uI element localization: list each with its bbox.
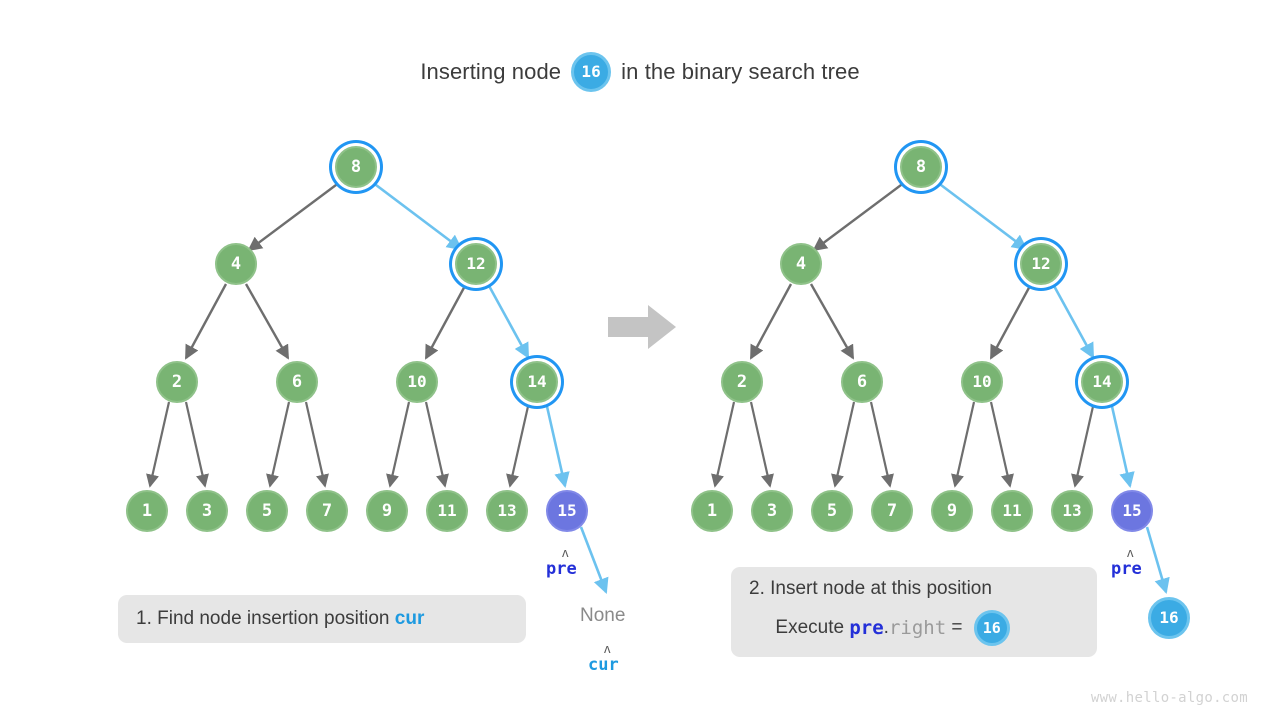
tree-node-8-before: 8 (335, 146, 377, 188)
caret-up-icon: ʌ (604, 641, 611, 656)
caret-up-icon: ʌ (562, 545, 569, 560)
tree-node-label: 13 (497, 501, 517, 520)
tree-node-16-after: 16 (1148, 597, 1190, 639)
caption-node-badge-16: 16 (973, 610, 1010, 646)
tree-node-3-before: 3 (186, 490, 228, 532)
tree-node-14-before: 14 (516, 361, 558, 403)
pointer-label-cur-before: cur (588, 655, 619, 675)
tree-node-1-after: 1 (691, 490, 733, 532)
tree-node-label: 5 (826, 500, 838, 521)
tree-node-label: 16 (1159, 608, 1179, 627)
tree-node-10-after: 10 (961, 361, 1003, 403)
none-label-before: None (580, 605, 626, 626)
tree-node-15-after: 15 (1111, 490, 1153, 532)
tree-node-11-after: 11 (991, 490, 1033, 532)
tree-node-label: 8 (915, 156, 927, 177)
tree-node-label: 7 (321, 500, 333, 521)
tree-node-label: 6 (291, 371, 303, 392)
tree-node-10-before: 10 (396, 361, 438, 403)
tree-node-7-after: 7 (871, 490, 913, 532)
tree-node-5-after: 5 (811, 490, 853, 532)
pointer-label-pre-before: pre (546, 559, 577, 579)
tree-node-label: 11 (1002, 501, 1022, 520)
tree-node-label: 3 (201, 500, 213, 521)
title-node-badge-16: 16 (571, 52, 612, 92)
caption-text: 1. Find node insertion position (136, 608, 395, 629)
caption-line: 2. Insert node at this position (749, 578, 1079, 600)
tree-node-label: 10 (407, 372, 427, 391)
tree-node-11-before: 11 (426, 490, 468, 532)
edges-before-panel (146, 180, 609, 594)
watermark: www.hello-algo.com (1090, 690, 1248, 706)
caption-line: 1. Find node insertion position cur (136, 608, 508, 630)
tree-node-label: 3 (766, 500, 778, 521)
tree-node-7-before: 7 (306, 490, 348, 532)
caption-text: 2. Insert node at this position (749, 578, 992, 599)
tree-node-4-after: 4 (780, 243, 822, 285)
caret-up-icon: ʌ (1127, 545, 1134, 560)
tree-node-label: 9 (381, 500, 393, 521)
tree-node-4-before: 4 (215, 243, 257, 285)
tree-node-9-before: 9 (366, 490, 408, 532)
tree-node-label: 13 (1062, 501, 1082, 520)
tree-node-label: 5 (261, 500, 273, 521)
tree-node-12-after: 12 (1020, 243, 1062, 285)
tree-node-1-before: 1 (126, 490, 168, 532)
tree-node-label: 2 (171, 371, 183, 392)
tree-node-5-before: 5 (246, 490, 288, 532)
tree-node-label: 12 (1031, 254, 1051, 273)
caption-text: pre (849, 617, 884, 639)
tree-node-label: 4 (795, 253, 807, 274)
tree-node-3-after: 3 (751, 490, 793, 532)
tree-node-label: 1 (706, 500, 718, 521)
tree-node-label: 11 (437, 501, 457, 520)
tree-node-2-before: 2 (156, 361, 198, 403)
tree-node-label: 7 (886, 500, 898, 521)
tree-node-label: 12 (466, 254, 486, 273)
pointer-label-pre-after: pre (1111, 559, 1142, 579)
tree-node-14-after: 14 (1081, 361, 1123, 403)
tree-node-label: 15 (1122, 501, 1142, 520)
tree-node-label: 15 (557, 501, 577, 520)
tree-node-6-before: 6 (276, 361, 318, 403)
tree-node-label: 4 (230, 253, 242, 274)
page-title: Inserting node 16 in the binary search t… (0, 52, 1280, 92)
tree-node-label: 1 (141, 500, 153, 521)
tree-node-9-after: 9 (931, 490, 973, 532)
title-prefix: Inserting node (420, 59, 562, 84)
caption-text: . (883, 617, 889, 638)
tree-node-13-after: 13 (1051, 490, 1093, 532)
tree-node-8-after: 8 (900, 146, 942, 188)
tree-node-6-after: 6 (841, 361, 883, 403)
tree-node-2-after: 2 (721, 361, 763, 403)
tree-node-label: 2 (736, 371, 748, 392)
tree-node-12-before: 12 (455, 243, 497, 285)
tree-node-label: 10 (972, 372, 992, 391)
title-node-badge-label: 16 (581, 62, 601, 81)
caption-box-after: 2. Insert node at this position Execute … (731, 567, 1097, 657)
tree-node-label: 14 (1092, 372, 1112, 391)
edges-after-panel (711, 180, 1170, 594)
caption-box-before: 1. Find node insertion position cur (118, 595, 526, 643)
tree-node-15-before: 15 (546, 490, 588, 532)
tree-node-label: 9 (946, 500, 958, 521)
transition-arrow-icon (608, 305, 676, 349)
caption-line: Execute pre.right = 16 (749, 610, 1079, 646)
tree-node-label: 6 (856, 371, 868, 392)
tree-node-13-before: 13 (486, 490, 528, 532)
tree-node-label: 8 (350, 156, 362, 177)
tree-node-label: 14 (527, 372, 547, 391)
caption-text: = (946, 617, 968, 638)
caption-text: cur (394, 608, 425, 629)
title-suffix: in the binary search tree (621, 59, 860, 84)
caption-text: right (888, 617, 947, 639)
caption-text: Execute (749, 617, 850, 638)
